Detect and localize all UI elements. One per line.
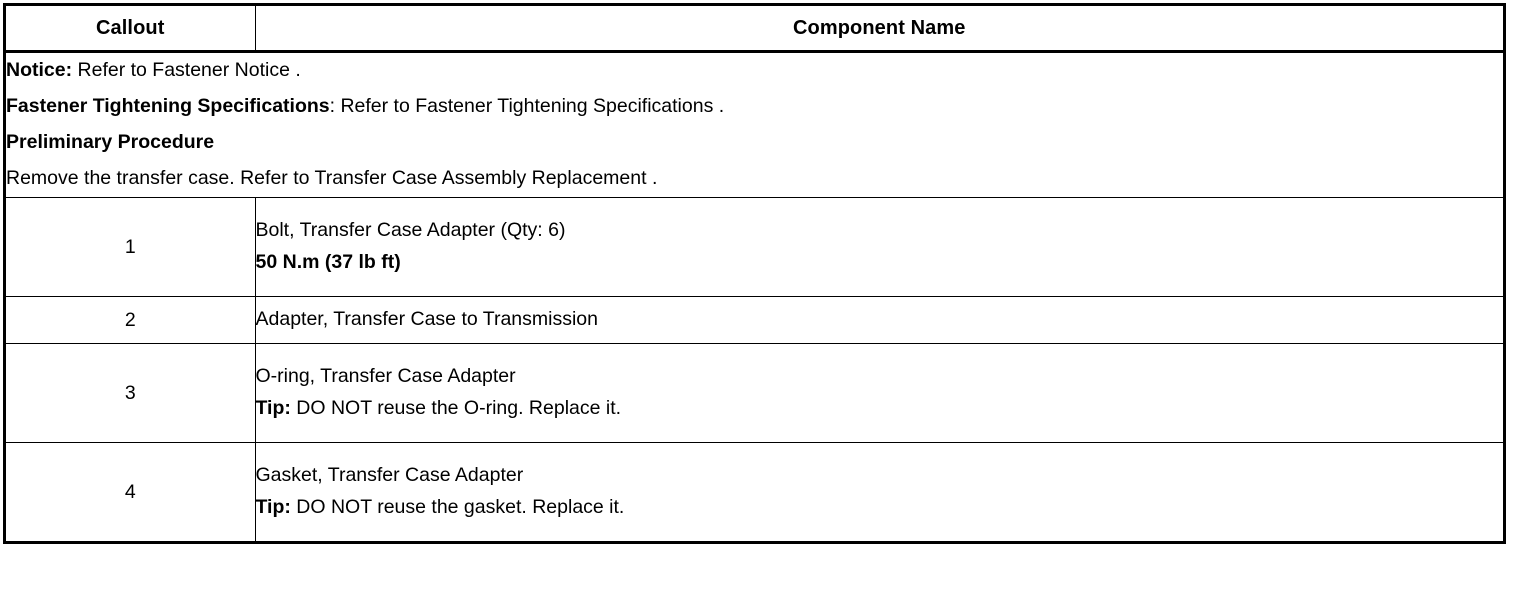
callout-number: 2 <box>4 296 256 344</box>
column-header-callout: Callout <box>4 4 256 53</box>
text-line: 50 N.m (37 lb ft) <box>256 247 1504 279</box>
callout-number: 3 <box>4 343 256 443</box>
text-line: Fastener Tightening Specifications: Refe… <box>6 95 725 117</box>
column-header-component-name: Component Name <box>254 4 1505 53</box>
callout-number: 4 <box>4 442 256 543</box>
component-callout-table: Callout Component Name Notice: Refer to … <box>3 3 1506 544</box>
text-emphasis: Notice: <box>6 59 73 81</box>
notice-block-row: Notice: Refer to Fastener Notice . Fasten… <box>4 51 1505 198</box>
text-line: Preliminary Procedure <box>6 125 1503 161</box>
text-line: Tip: DO NOT reuse the gasket. Replace it… <box>255 496 625 518</box>
text-emphasis: Tip: <box>255 397 291 419</box>
component-name-cell: Adapter, Transfer Case to Transmission <box>254 296 1505 344</box>
text-line: O-ring, Transfer Case Adapter <box>255 365 516 387</box>
text-line: Adapter, Transfer Case to Transmission <box>255 308 599 330</box>
text-emphasis: Preliminary Procedure <box>6 131 215 153</box>
table-header: Callout Component Name <box>4 4 1505 53</box>
text-line: Tip: DO NOT reuse the O-ring. Replace it… <box>255 397 622 419</box>
text-emphasis: Tip: <box>255 496 291 518</box>
text-line: Remove the transfer case. Refer to Trans… <box>6 167 658 189</box>
table-body: Notice: Refer to Fastener Notice . Fasten… <box>4 51 1505 543</box>
callout-number: 1 <box>4 197 256 297</box>
component-name-cell: Bolt, Transfer Case Adapter (Qty: 6) 50 N… <box>254 197 1505 297</box>
text-line: Notice: Refer to Fastener Notice . <box>6 59 301 81</box>
text-line: Gasket, Transfer Case Adapter <box>255 464 524 486</box>
text-line: Bolt, Transfer Case Adapter (Qty: 6) <box>255 219 566 241</box>
table-header-row: Callout Component Name <box>4 4 1505 53</box>
text-emphasis: Fastener Tightening Specifications <box>6 95 330 117</box>
text-emphasis: 50 N.m (37 lb ft) <box>255 251 401 273</box>
notice-block: Notice: Refer to Fastener Notice . Fasten… <box>4 51 1505 198</box>
